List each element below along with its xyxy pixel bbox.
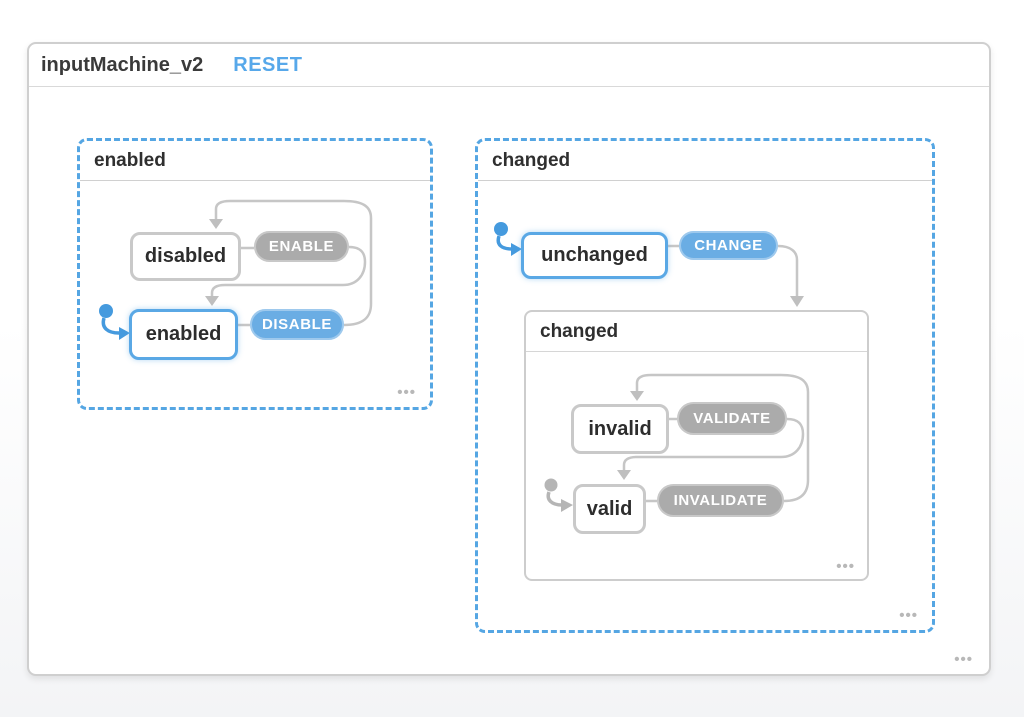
state-unchanged[interactable]: unchanged [521,232,668,279]
event-invalidate-button[interactable]: INVALIDATE [657,484,784,517]
region-enabled-ellipsis-icon: ••• [397,384,416,401]
machine-card: inputMachine_v2 RESET enabled ••• change… [27,42,991,676]
region-enabled: enabled ••• [77,138,433,410]
reset-event-button[interactable]: RESET [233,53,303,76]
compound-state-changed-title: changed [526,312,867,352]
state-valid[interactable]: valid [573,484,646,534]
machine-card-ellipsis-icon: ••• [954,651,973,668]
compound-changed-ellipsis-icon: ••• [836,558,855,575]
state-invalid[interactable]: invalid [571,404,669,454]
region-changed: changed ••• [475,138,935,633]
event-change-button[interactable]: CHANGE [679,231,778,260]
state-enabled[interactable]: enabled [129,309,238,360]
region-changed-ellipsis-icon: ••• [899,607,918,624]
state-disabled[interactable]: disabled [130,232,241,281]
event-validate-button[interactable]: VALIDATE [677,402,787,435]
region-enabled-title: enabled [80,141,430,181]
event-enable-button[interactable]: ENABLE [254,231,349,262]
event-disable-button[interactable]: DISABLE [250,309,344,340]
machine-title: inputMachine_v2 [41,53,204,76]
region-changed-title: changed [478,141,932,181]
machine-header: inputMachine_v2 RESET [29,44,989,87]
